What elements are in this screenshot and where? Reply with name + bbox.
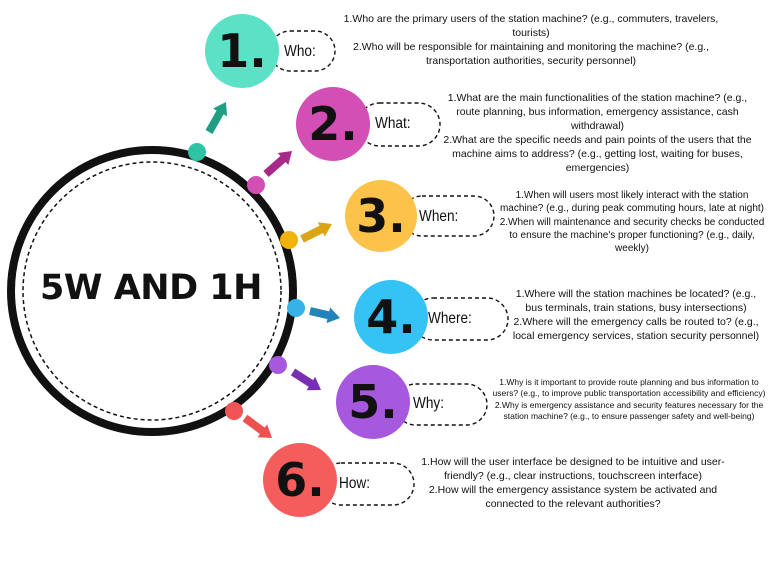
step-4-question-2: 2.Where will the emergency calls be rout… bbox=[512, 315, 760, 342]
step-1-question-2: 2.Who will be responsible for maintainin… bbox=[352, 40, 710, 67]
step-4-question-1: 1.Where will the station machines be loc… bbox=[515, 288, 757, 314]
step-2-number-circle bbox=[296, 87, 370, 161]
step-3-dot bbox=[280, 231, 298, 249]
step-5-question-1: 1.Why is it important to provide route p… bbox=[492, 377, 766, 399]
step-1-number: 1. bbox=[217, 24, 267, 78]
step-2-question-1: 1.What are the main functionalities of t… bbox=[447, 92, 748, 132]
step-2-question-2: 2.What are the specific needs and pain p… bbox=[443, 133, 752, 174]
step-4-number: 4. bbox=[366, 290, 416, 344]
step-3-question-1: 1.When will users most likely interact w… bbox=[499, 190, 765, 215]
step-5-dot bbox=[269, 356, 287, 374]
step-6-dot bbox=[225, 402, 243, 420]
step-2-questions: 1.What are the main functionalities of t… bbox=[435, 92, 760, 176]
center-title: 5W AND 1H bbox=[40, 268, 262, 308]
step-3-questions: 1.When will users most likely interact w… bbox=[496, 189, 768, 255]
step-5-questions: 1.Why is it important to provide route p… bbox=[490, 377, 768, 422]
outer-ring bbox=[7, 146, 297, 436]
step-1-arrow bbox=[205, 102, 228, 134]
step-2-dot bbox=[247, 176, 265, 194]
step-6-label-pill bbox=[319, 462, 415, 506]
step-4-dot bbox=[287, 299, 305, 317]
step-1-question-1: 1.Who are the primary users of the stati… bbox=[343, 13, 719, 39]
step-3-number-circle bbox=[345, 180, 417, 252]
center-hub bbox=[7, 146, 297, 436]
step-1-number-circle bbox=[205, 14, 279, 88]
step-3-label: When: bbox=[419, 208, 459, 225]
step-1-dot bbox=[188, 143, 206, 161]
step-5-number-circle bbox=[336, 365, 410, 439]
step-5-label: Why: bbox=[413, 395, 444, 412]
step-3-arrow bbox=[300, 222, 332, 243]
inner-dashed-ring bbox=[22, 161, 282, 421]
step-6-number-circle bbox=[263, 443, 337, 517]
step-4-questions: 1.Where will the station machines be loc… bbox=[506, 288, 766, 344]
step-6-arrow bbox=[242, 414, 272, 438]
step-5-arrow bbox=[290, 368, 321, 391]
step-1-label: Who: bbox=[284, 43, 316, 60]
step-4-arrow bbox=[309, 307, 340, 324]
step-6-question-1: 1.How will the user interface be designe… bbox=[421, 456, 725, 482]
step-6-label: How: bbox=[339, 475, 370, 492]
step-6-question-2: 2.How will the emergency assistance syst… bbox=[428, 483, 718, 510]
step-5-question-2: 2.Why is emergency assistance and securi… bbox=[494, 399, 764, 421]
step-6-number: 6. bbox=[275, 453, 325, 507]
step-4-number-circle bbox=[354, 280, 428, 354]
step-3-number: 3. bbox=[356, 189, 406, 243]
step-1-questions: 1.Who are the primary users of the stati… bbox=[336, 13, 726, 69]
step-2-arrow bbox=[263, 151, 292, 177]
step-5-number: 5. bbox=[348, 375, 398, 429]
step-4-label: Where: bbox=[428, 310, 472, 327]
step-3-question-2: 2.When will maintenance and security che… bbox=[499, 216, 765, 255]
step-2-number: 2. bbox=[308, 97, 358, 151]
step-6-questions: 1.How will the user interface be designe… bbox=[420, 456, 726, 512]
step-2-label: What: bbox=[375, 115, 411, 132]
